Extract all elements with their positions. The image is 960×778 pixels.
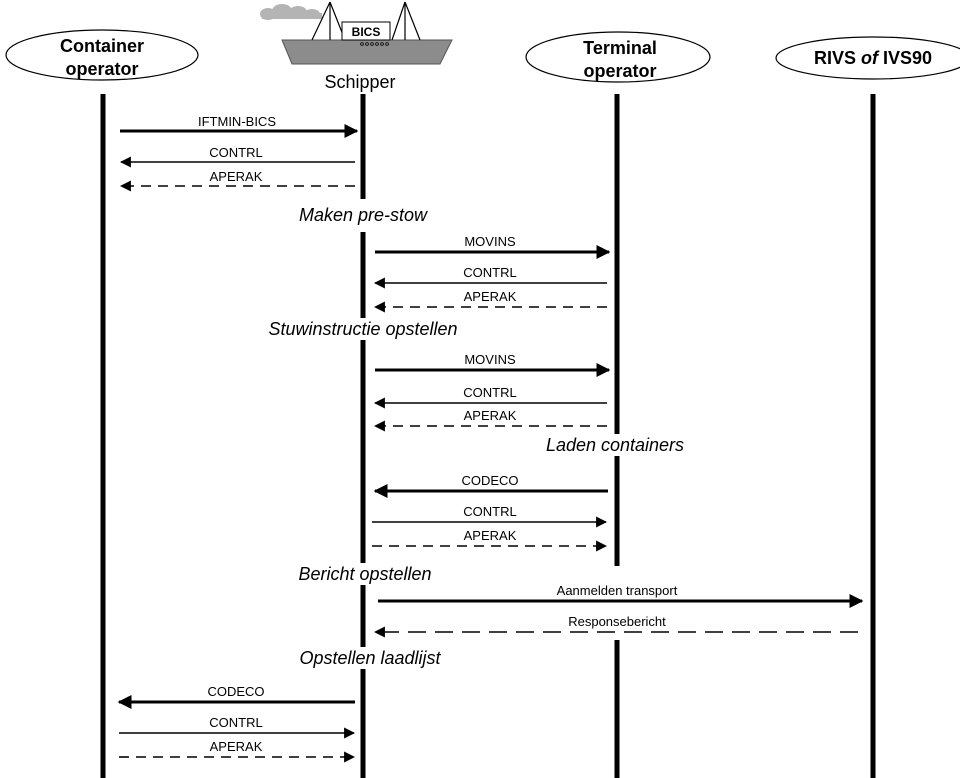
actor-terminal-operator-line1: Terminal: [583, 38, 657, 58]
actor-rivs-pre: RIVS: [814, 48, 861, 68]
section-laden-containers: Laden containers: [546, 435, 684, 455]
message-label-codeco-1: CODECO: [461, 473, 518, 488]
messages: IFTMIN-BICS CONTRL APERAK MOVINS CONTRL …: [117, 114, 864, 763]
message-label-contrl-5: CONTRL: [209, 715, 262, 730]
section-labels: Maken pre-stow Stuwinstructie opstellen …: [228, 205, 708, 669]
actor-terminal-operator: Terminal operator: [525, 31, 711, 83]
message-label-aperak-3: APERAK: [464, 408, 517, 423]
actor-terminal-operator-line2: operator: [583, 61, 656, 81]
message-label-contrl-4: CONTRL: [463, 504, 516, 519]
message-label-aperak-2: APERAK: [464, 289, 517, 304]
actor-container-operator-line1: Container: [60, 36, 144, 56]
message-label-codeco-2: CODECO: [207, 684, 264, 699]
actor-rivs-post: IVS90: [878, 48, 932, 68]
actor-schipper-name: Schipper: [324, 72, 395, 92]
lifelines: [100, 94, 876, 778]
section-bericht-opstellen: Bericht opstellen: [298, 564, 431, 584]
message-label-iftmin: IFTMIN-BICS: [198, 114, 276, 129]
actor-rivs-label: RIVS of IVS90: [814, 48, 932, 68]
smoke-icon: [260, 4, 322, 20]
message-label-aanmelden: Aanmelden transport: [557, 583, 678, 598]
message-label-responsebericht: Responsebericht: [568, 614, 666, 629]
message-label-aperak-4: APERAK: [464, 528, 517, 543]
message-label-contrl-3: CONTRL: [463, 385, 516, 400]
section-opstellen-laadlijst: Opstellen laadlijst: [299, 648, 441, 668]
ship-icon: BICS: [281, 1, 453, 65]
message-label-contrl-1: CONTRL: [209, 145, 262, 160]
actor-container-operator: Container operator: [5, 29, 199, 81]
section-maken-prestow: Maken pre-stow: [299, 205, 428, 225]
message-label-movins-1: MOVINS: [464, 234, 516, 249]
actor-schipper: BICS Schipper: [260, 1, 453, 92]
actor-container-operator-line2: operator: [65, 59, 138, 79]
actor-rivs-of: of: [861, 48, 880, 68]
actor-rivs: RIVS of IVS90: [775, 36, 960, 80]
section-stuwinstructie: Stuwinstructie opstellen: [268, 319, 457, 339]
message-label-aperak-1: APERAK: [210, 169, 263, 184]
message-label-contrl-2: CONTRL: [463, 265, 516, 280]
ship-label: BICS: [352, 25, 381, 39]
message-label-movins-2: MOVINS: [464, 352, 516, 367]
message-label-aperak-5: APERAK: [210, 739, 263, 754]
